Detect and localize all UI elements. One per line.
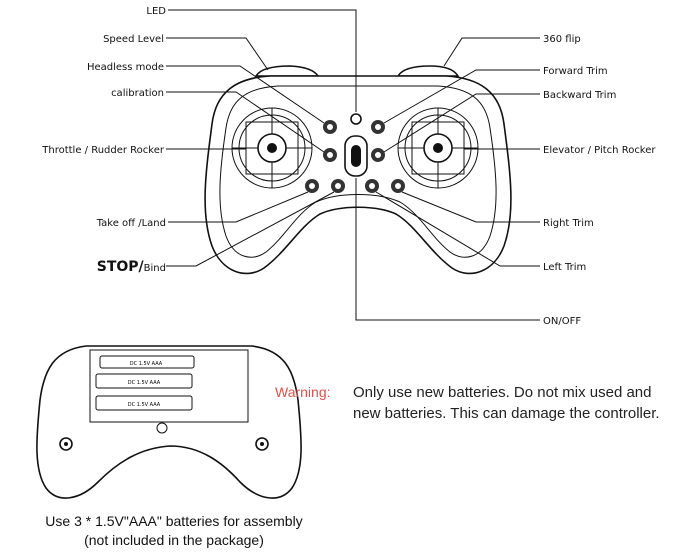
label-take-off-land: Take off /Land	[96, 218, 166, 229]
label-left-trim: Left Trim	[543, 262, 586, 273]
label-led: LED	[146, 6, 166, 17]
controller-front-view	[204, 65, 512, 275]
label-stop: STOP/	[97, 259, 145, 275]
screw-icon	[156, 422, 168, 434]
battery-label-3: DC 1.5V AAA	[128, 402, 161, 408]
controller-inner-outline	[219, 85, 497, 258]
right-stick	[397, 107, 479, 189]
battery-label-1: DC 1.5V AAA	[130, 361, 163, 367]
warning-text: Only use new batteries. Do not mix used …	[353, 384, 660, 422]
label-right-trim: Right Trim	[543, 218, 594, 229]
label-on-off: ON/OFF	[543, 316, 581, 327]
label-headless-mode: Headless mode	[87, 62, 164, 73]
label-forward-trim: Forward Trim	[543, 66, 608, 77]
button-backward-trim	[371, 148, 385, 162]
battery-caption-line1: Use 3 * 1.5V"AAA" batteries for assembly	[45, 513, 303, 529]
label-bind: Bind	[144, 263, 166, 274]
label-elevator-pitch: Elevator / Pitch Rocker	[543, 145, 656, 156]
controller-back-view: DC 1.5V AAA DC 1.5V AAA DC 1.5V AAA	[36, 345, 302, 499]
battery-label-2: DC 1.5V AAA	[128, 380, 161, 386]
button-forward-trim	[371, 120, 385, 134]
left-stick	[231, 107, 313, 189]
led-indicator	[350, 113, 362, 125]
label-360-flip: 360 flip	[543, 34, 581, 45]
button-left-trim	[365, 179, 379, 193]
button-headless	[323, 120, 337, 134]
battery-3	[95, 395, 193, 411]
warning-label: Warning:	[275, 384, 331, 400]
label-speed-level: Speed Level	[103, 34, 164, 45]
callout-labels: LED Speed Level Headless mode calibratio…	[41, 6, 656, 327]
battery-compartment	[89, 349, 249, 423]
button-stop	[331, 179, 345, 193]
battery-caption: Use 3 * 1.5V"AAA" batteries for assembly…	[14, 512, 334, 550]
label-throttle-rudder: Throttle / Rudder Rocker	[41, 145, 165, 156]
battery-2	[95, 373, 193, 389]
label-calibration: calibration	[111, 88, 164, 99]
power-switch	[344, 135, 368, 177]
battery-1	[99, 355, 195, 369]
label-stop-bind: STOP/Bind	[97, 259, 166, 275]
button-calibration	[323, 148, 337, 162]
battery-caption-line2: (not included in the package)	[84, 532, 264, 548]
left-shoulder-button	[254, 65, 320, 77]
button-right-trim	[391, 179, 405, 193]
button-take-off	[305, 179, 319, 193]
label-backward-trim: Backward Trim	[543, 90, 616, 101]
callout-lines	[166, 9, 540, 321]
right-shoulder-button	[396, 65, 460, 77]
